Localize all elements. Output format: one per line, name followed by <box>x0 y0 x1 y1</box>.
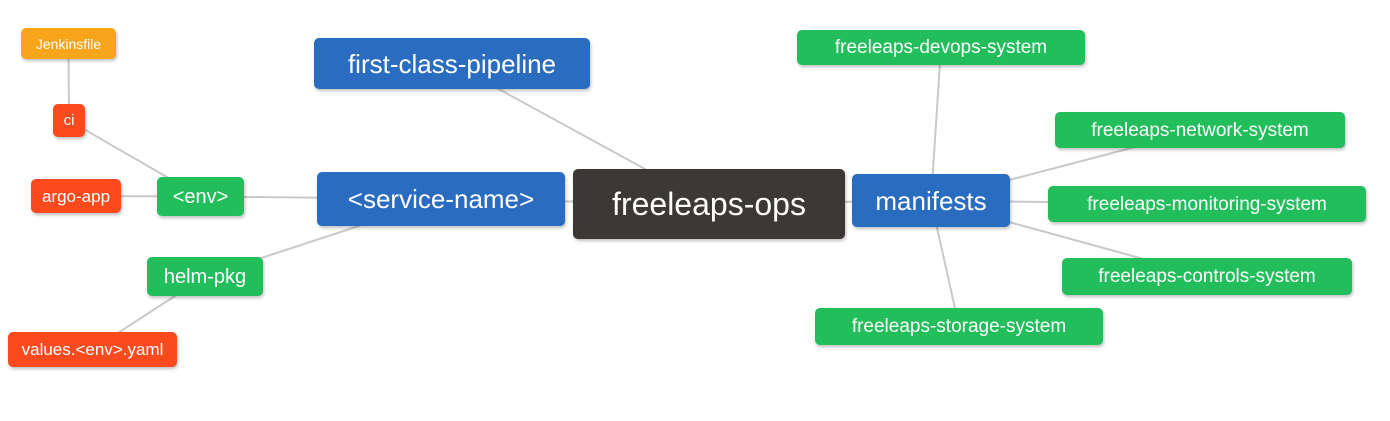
node-manifests[interactable]: manifests <box>852 174 1010 227</box>
node-first-class-pipeline[interactable]: first-class-pipeline <box>314 38 590 89</box>
node-freeleaps-devops-system[interactable]: freeleaps-devops-system <box>797 30 1085 65</box>
node-freeleaps-network-system[interactable]: freeleaps-network-system <box>1055 112 1345 148</box>
node-freeleaps-storage-system[interactable]: freeleaps-storage-system <box>815 308 1103 345</box>
node-ci[interactable]: ci <box>53 104 85 137</box>
node-service-name[interactable]: <service-name> <box>317 172 565 226</box>
node-argo-app[interactable]: argo-app <box>31 179 121 213</box>
node-helm-pkg[interactable]: helm-pkg <box>147 257 263 296</box>
node-freeleaps-ops[interactable]: freeleaps-ops <box>573 169 845 239</box>
node-freeleaps-controls-system[interactable]: freeleaps-controls-system <box>1062 258 1352 295</box>
node-values-env-yaml[interactable]: values.<env>.yaml <box>8 332 177 367</box>
node-jenkinsfile[interactable]: Jenkinsfile <box>21 28 116 59</box>
node-freeleaps-monitoring-system[interactable]: freeleaps-monitoring-system <box>1048 186 1366 222</box>
node-env[interactable]: <env> <box>157 177 244 216</box>
